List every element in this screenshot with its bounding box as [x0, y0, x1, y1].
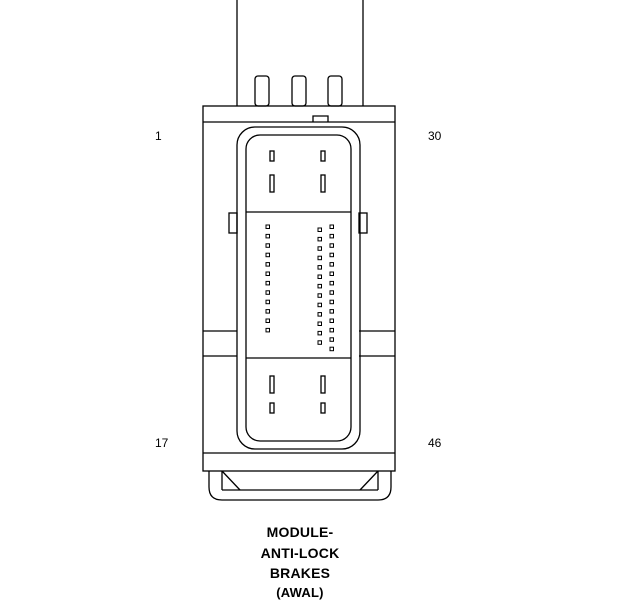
signal-pin [329, 346, 334, 352]
signal-pin [265, 271, 270, 276]
signal-pin [265, 233, 270, 239]
signal-pin [329, 290, 334, 295]
signal-pin [317, 321, 322, 326]
signal-pin [317, 227, 322, 232]
signal-pin [329, 327, 334, 333]
signal-pin [329, 271, 334, 276]
signal-pin [317, 302, 322, 308]
caption-line-2: ANTI-LOCK [260, 545, 340, 561]
caption-line-1: MODULE- [266, 524, 334, 540]
signal-pin [265, 327, 270, 333]
pin-label-17: 17 [155, 436, 169, 450]
signal-pin [317, 236, 322, 242]
signal-pin [317, 265, 322, 270]
signal-pin [317, 246, 322, 251]
signal-pin [317, 293, 322, 298]
signal-pin [317, 274, 322, 279]
signal-pin [317, 340, 322, 345]
pin-cavity-face [236, 126, 361, 450]
caption-line-3: BRAKES [269, 565, 331, 581]
signal-pin [329, 252, 334, 258]
signal-pin [329, 337, 334, 342]
power-pins [269, 150, 326, 414]
signal-pin [329, 233, 334, 239]
signal-pin [265, 252, 270, 258]
signal-pin [329, 309, 334, 314]
signal-pin [329, 243, 334, 248]
signal-pin [265, 243, 270, 248]
pin-label-46: 46 [428, 436, 442, 450]
signal-pins [265, 224, 334, 352]
signal-pin [329, 224, 334, 229]
wire-harness [236, 0, 364, 107]
caption-line-4: (AWAL) [276, 585, 324, 600]
signal-pin [317, 255, 322, 261]
signal-pin [317, 330, 322, 336]
signal-pin [329, 262, 334, 267]
pin-label-30: 30 [428, 129, 442, 143]
signal-pin [265, 309, 270, 314]
signal-pin [317, 283, 322, 289]
signal-pin [265, 290, 270, 295]
bottom-latch [208, 470, 392, 501]
signal-pin [329, 318, 334, 323]
signal-pin [329, 299, 334, 305]
signal-pin [317, 312, 322, 317]
pin-label-1: 1 [155, 129, 162, 143]
signal-pin [265, 224, 270, 229]
signal-pin [265, 262, 270, 267]
signal-pin [329, 280, 334, 286]
signal-pin [265, 299, 270, 305]
connector-body [202, 105, 396, 472]
signal-pin [265, 318, 270, 323]
signal-pin [265, 280, 270, 286]
